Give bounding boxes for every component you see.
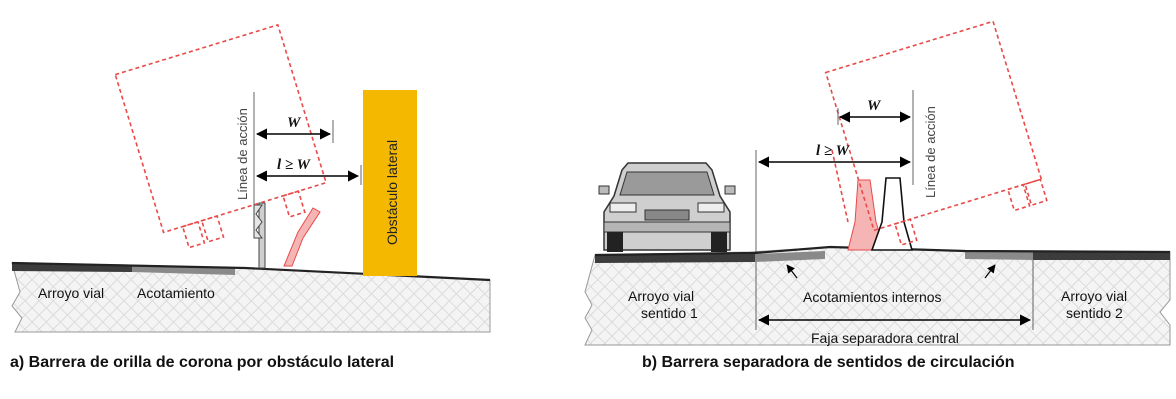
- left-dim-w: W: [287, 115, 302, 131]
- roadway-1-label-line1: Arroyo vial: [628, 288, 694, 304]
- median-label: Faja separadora central: [811, 330, 959, 346]
- left-roadway-label: Arroyo vial: [38, 285, 104, 301]
- right-dim-w: W: [867, 98, 882, 114]
- concrete-barrier: [870, 177, 914, 251]
- left-shoulder-label: Acotamiento: [137, 285, 215, 301]
- car: [598, 162, 736, 252]
- roadway-1-label-line2: sentido 1: [641, 305, 698, 321]
- right-roadway-1-asphalt: [595, 254, 755, 263]
- roadway-2-label-line1: Arroyo vial: [1061, 288, 1127, 304]
- right-truck-outline: [824, 20, 1048, 246]
- guardrail-beam: [253, 204, 263, 239]
- right-roadway-2-asphalt: [1033, 252, 1170, 260]
- inner-shoulder-2: [965, 251, 1033, 260]
- left-dim-l: l ≥ W: [277, 157, 312, 173]
- right-dim-l: l ≥ W: [816, 143, 851, 159]
- left-line-of-action-label: Línea de acción: [235, 108, 250, 200]
- inner-shoulder-1: [755, 251, 825, 262]
- obstacle-label: Obstáculo lateral: [384, 140, 400, 245]
- right-caption: b) Barrera separadora de sentidos de cir…: [642, 354, 1015, 371]
- inner-shoulders-label: Acotamientos internos: [803, 289, 942, 305]
- roadway-2-label-line2: sentido 2: [1066, 305, 1123, 321]
- left-caption: a) Barrera de orilla de corona por obstá…: [10, 354, 394, 371]
- right-line-of-action-label: Línea de acción: [923, 106, 938, 198]
- left-truck-outline: [114, 23, 328, 249]
- left-panel: Línea de acción W l ≥ W Obstáculo latera…: [10, 23, 491, 371]
- displaced-post: [283, 207, 321, 267]
- right-panel: Línea de acción W l ≥ W Arroyo vial sent…: [584, 20, 1171, 371]
- lateral-obstacle: [363, 90, 417, 276]
